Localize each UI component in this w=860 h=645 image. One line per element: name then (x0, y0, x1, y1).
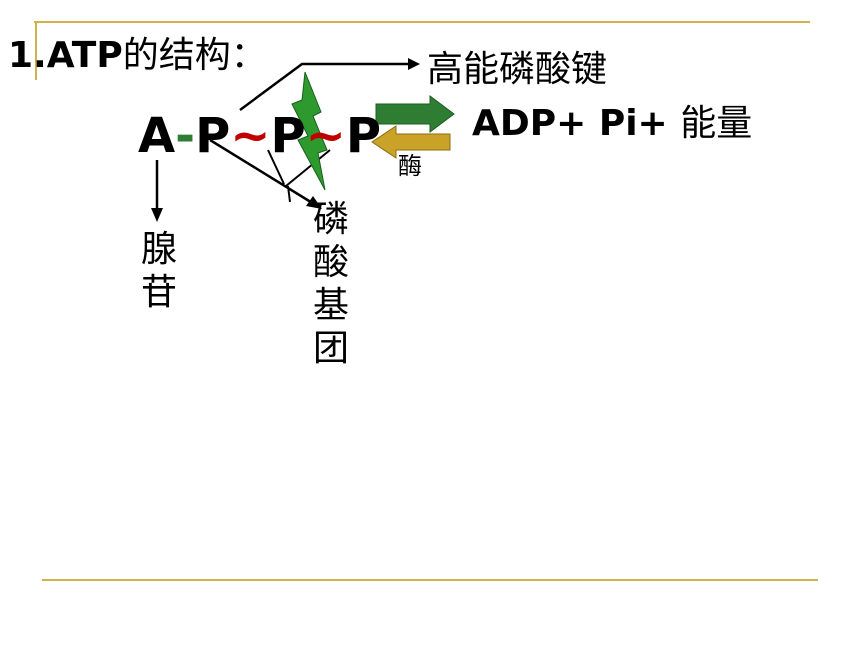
bond-pointer-arrowhead (408, 58, 420, 70)
phosphate-bracket-line-2 (285, 149, 331, 187)
adenosine-char: 苷 (140, 272, 177, 313)
phosphate-char: 基 (312, 285, 349, 326)
adenosine-label: 腺 苷 (138, 228, 180, 314)
formula-phosphate-3: P (345, 108, 382, 164)
formula-phosphate-2: P (270, 108, 306, 164)
title-prefix: 1.ATP (8, 35, 123, 76)
formula-high-energy-bond-1: ~ (230, 108, 271, 164)
adenosine-char: 腺 (140, 229, 177, 270)
phosphate-arrowhead (306, 196, 322, 209)
atp-formula: A-P~P~P (138, 108, 381, 164)
formula-ordinary-bond: - (175, 108, 196, 164)
energy-label: 能量 (680, 103, 753, 144)
phosphate-bracket-line-3 (287, 185, 291, 203)
phosphate-group-label: 磷 酸 基 团 (310, 198, 352, 370)
formula-phosphate-1: P (195, 108, 231, 164)
slide-title: 1.ATP的结构： (8, 26, 267, 78)
bond-pointer-line (239, 62, 410, 112)
phosphate-arrow-line (209, 138, 315, 206)
high-energy-bond-label: 高能磷酸键 (427, 49, 608, 90)
title-suffix: 的结构： (122, 35, 267, 76)
adenosine-arrowhead (151, 208, 163, 222)
phosphate-char: 磷 (312, 199, 349, 240)
products-text: ADP+ Pi+ (472, 103, 681, 144)
hydrolysis-products: ADP+ Pi+ 能量 (472, 94, 752, 146)
reverse-arrow-icon (371, 125, 451, 159)
phosphate-char: 酸 (312, 242, 349, 283)
enzyme-label: 酶 (398, 152, 422, 180)
lightning-icon (291, 71, 328, 191)
formula-high-energy-bond-2: ~ (305, 108, 346, 164)
phosphate-char: 团 (312, 328, 349, 369)
forward-arrow-icon (375, 95, 455, 133)
formula-adenosine: A (138, 108, 176, 164)
phosphate-bracket-line-1 (267, 149, 285, 185)
